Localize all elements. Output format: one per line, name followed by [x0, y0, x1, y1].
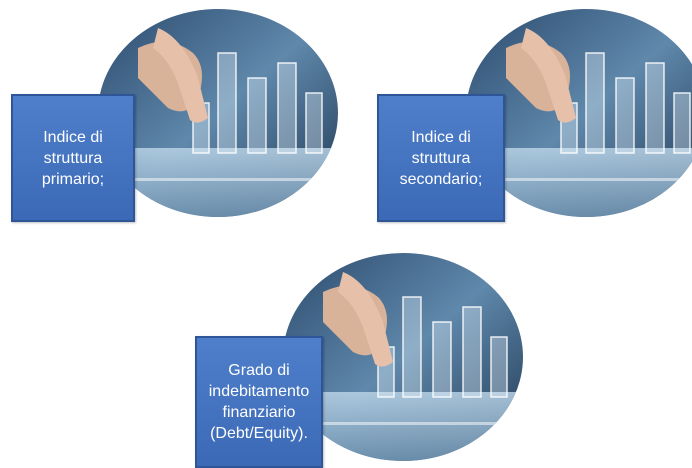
label-text: Grado di indebitamento finanziario (Debt…: [208, 362, 310, 442]
card-indice-struttura-primario: Indice di struttura primario;: [11, 8, 338, 222]
label-box-secondario: Indice di struttura secondario;: [377, 94, 505, 222]
label-text: Indice di struttura secondario;: [399, 128, 483, 188]
card-indice-struttura-secondario: Indice di struttura secondario;: [377, 8, 692, 222]
label-box-indebitamento: Grado di indebitamento finanziario (Debt…: [195, 336, 323, 468]
card-grado-indebitamento: Grado di indebitamento finanziario (Debt…: [195, 252, 523, 468]
label-text: Indice di struttura primario;: [41, 128, 105, 188]
label-box-primario: Indice di struttura primario;: [11, 94, 135, 222]
chart-hand-photo: [283, 253, 523, 461]
chart-hand-photo: [98, 9, 338, 217]
